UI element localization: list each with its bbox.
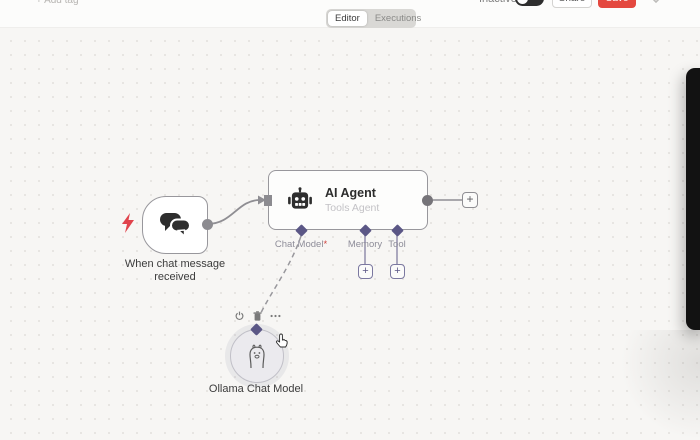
toggle-knob [517,0,528,4]
node-ai-agent[interactable]: AI Agent Tools Agent [264,170,433,230]
add-tag-button[interactable]: + Add tag [36,0,79,6]
node-hover-toolbar [235,310,281,321]
trash-icon[interactable] [252,310,262,321]
trigger-output-handle[interactable] [202,219,213,230]
llama-icon [249,344,265,369]
save-button[interactable]: Save [598,0,636,8]
workflow-canvas[interactable] [0,28,700,440]
overlay-panel[interactable] [686,68,700,330]
robot-icon [288,187,312,209]
ellipsis-icon[interactable] [270,311,281,321]
tab-editor[interactable]: Editor [328,11,367,26]
memory-connector-label: Memory [347,239,383,250]
share-button[interactable]: Share [552,0,592,8]
tab-executions[interactable]: Executions [374,13,422,24]
workflow-active-toggle[interactable] [515,0,544,6]
add-node-button[interactable]: + [462,192,478,208]
agent-node-title: AI Agent [325,186,376,200]
node-ollama-chat-model[interactable] [230,329,284,383]
add-memory-button[interactable]: + [358,264,373,279]
chat-model-connector-label: Chat Model* [269,239,333,250]
chat-model-label-text: Chat Model [274,239,324,250]
agent-output-handle[interactable] [422,195,433,206]
chat-bubbles-icon [160,213,191,238]
add-tool-button[interactable]: + [390,264,405,279]
power-icon[interactable] [235,311,244,321]
agent-node-subtitle: Tools Agent [325,202,380,214]
chevron-down-icon[interactable] [650,0,662,6]
required-asterisk: * [323,239,328,250]
hand-cursor-icon [275,333,288,348]
panel-shadow [620,330,700,440]
view-tab-switcher: Editor Executions [326,9,421,28]
workflow-active-label: Inactive [479,0,517,5]
node-chat-trigger[interactable] [142,196,213,254]
trigger-node-label: When chat message received [124,258,226,283]
tool-connector-label: Tool [388,239,406,250]
agent-input-handle[interactable] [264,195,272,206]
ollama-node-label: Ollama Chat Model [208,383,304,395]
trigger-bolt-icon [122,213,134,233]
